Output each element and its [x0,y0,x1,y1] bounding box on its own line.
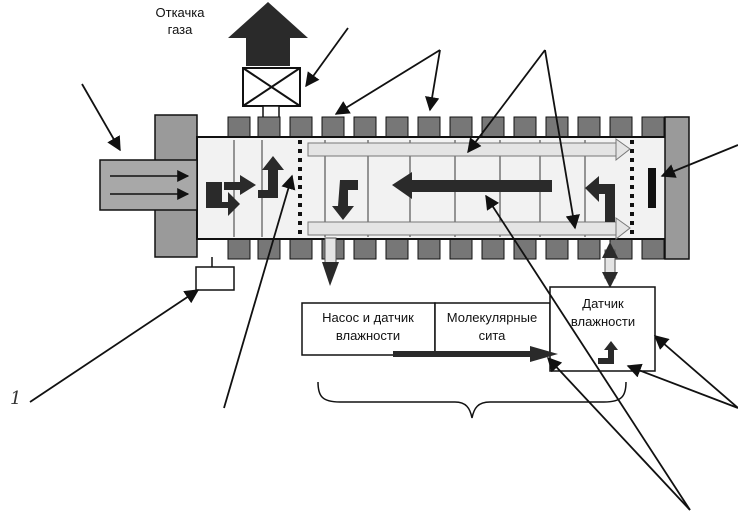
handwritten-number: 1 [10,388,21,409]
humidity-sensor-label-1: Датчик [582,296,624,311]
internal-flow-arrows [206,156,615,222]
lower-units [301,286,656,372]
gas-exhaust-label-1: Откачка [156,5,206,20]
mol-sieve-label-1: Молекулярные [447,310,537,325]
humidity-sensor-box [549,286,656,372]
down-connectors [322,237,618,288]
pump-sensor-label-1: Насос и датчик [322,310,414,325]
exhaust-valve [242,67,301,119]
gas-exhaust-arrow [228,2,308,66]
pump-humidity-box [301,302,436,356]
sieve-flow-arrow [393,341,618,364]
callout-lines [29,27,738,511]
mol-sieve-label-2: сита [479,328,507,343]
top-ribs [227,116,665,140]
bottom-ribs [227,236,665,260]
humidity-sensor-label-2: влажности [571,314,635,329]
curly-brace [317,381,627,419]
flow-channels [307,138,631,241]
gas-exhaust-label-2: газа [168,22,194,37]
small-sensor-box [195,266,235,291]
pump-sensor-label-2: влажности [336,328,400,343]
inlet-pipe [99,159,198,211]
